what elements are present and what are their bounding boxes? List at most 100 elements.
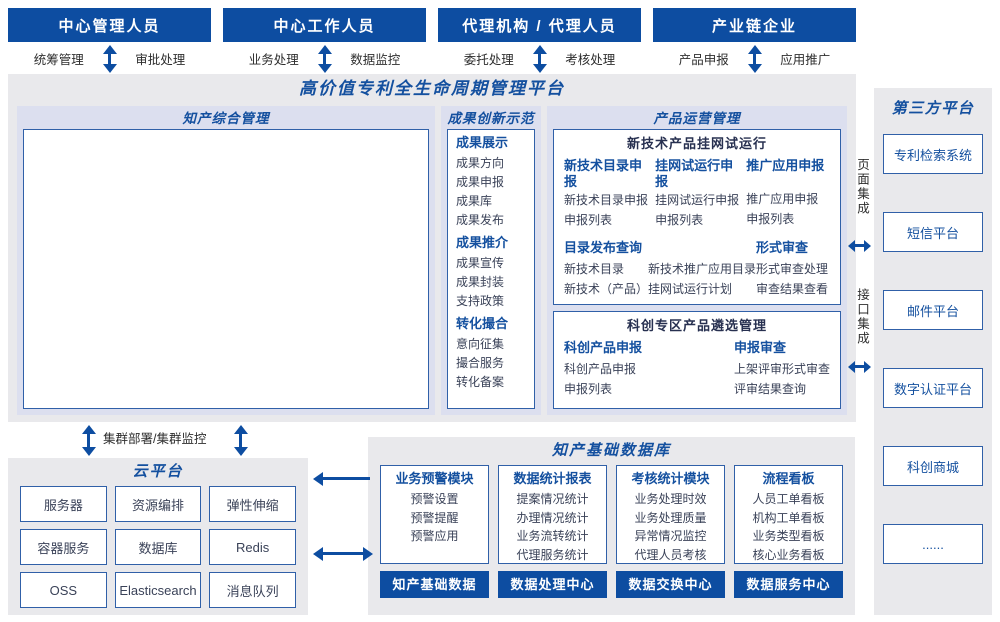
new-tech-top-groups: 新技术目录申报 新技术目录申报申报列表 挂网试运行申报 挂网试运行申报申报列表	[564, 155, 830, 230]
group-heading: 流程看板	[762, 471, 815, 486]
menu-item: 申报列表	[655, 213, 704, 227]
cloud-service-box: Redis	[209, 529, 296, 565]
cluster-deploy-label: 集群部署/集群监控	[103, 432, 207, 446]
cloud-service-box: 消息队列	[209, 572, 296, 608]
group-items: 成果方向成果申报成果库成果发布	[456, 154, 526, 230]
vertical-double-arrow-icon	[102, 45, 117, 73]
vertical-double-arrow-icon	[747, 45, 762, 73]
horizontal-double-arrow-icon	[848, 240, 871, 251]
menu-item: 核心业务看板	[752, 547, 825, 562]
menu-item: 转化备案	[456, 375, 505, 389]
user-roles-row: 中心管理人员 统筹管理 审批处理 中心工作人员 业务处理 数据监控 代理机构 /…	[8, 8, 856, 73]
menu-item: 代理人员考核	[634, 547, 707, 562]
db-footer-bar: 数据处理中心	[498, 571, 607, 598]
menu-item: 科创产品申报	[564, 362, 637, 376]
role-action-label: 数据监控	[350, 53, 401, 67]
cloud-service-box: 服务器	[20, 486, 107, 522]
db-module: 数据统计报表 提案情况统计办理情况统计业务流转统计代理服务统计 数据处理中心	[498, 465, 607, 598]
db-footer-bar: 数据交换中心	[616, 571, 725, 598]
cloud-service-box: 数据库	[114, 529, 202, 565]
menu-item: 代理服务统计	[516, 547, 589, 562]
group-items: 挂网试运行申报申报列表	[655, 190, 739, 230]
role-action-labels: 产品申报 应用推广	[653, 49, 856, 68]
role-action-label: 业务处理	[248, 53, 299, 67]
left-arrow-icon	[313, 471, 370, 486]
menu-group: 成果推介 成果宣传成果封装支持政策	[456, 232, 526, 311]
role-action-label: 审批处理	[135, 53, 186, 67]
vertical-double-arrow-icon	[532, 45, 547, 73]
menu-item: 成果封装	[456, 275, 505, 289]
menu-item: 成果库	[456, 194, 493, 208]
platform-title: 高价值专利全生命周期管理平台	[299, 79, 565, 98]
group-items: 预警设置预警提醒预警应用	[381, 490, 488, 546]
db-module-box: 数据统计报表 提案情况统计办理情况统计业务流转统计代理服务统计	[498, 465, 607, 564]
cloud-service-box: 弹性伸缩	[209, 486, 296, 522]
section-innovation-demo: 成果创新示范 成果展示 成果方向成果申报成果库成果发布 成果推介 成果宣传成	[441, 106, 541, 415]
db-footer-bar: 数据服务中心	[734, 571, 843, 598]
menu-item: 业务处理时效	[634, 492, 707, 506]
menu-item: 业务流转统计	[516, 529, 589, 543]
third-party-panel: 第三方平台 专利检索系统短信平台邮件平台数字认证平台科创商城......	[874, 88, 992, 615]
menu-item: 新技术（产品）挂网试运行计划	[564, 282, 733, 296]
vertical-double-arrow-icon	[317, 45, 332, 73]
group-items: 意向征集撮合服务转化备案	[456, 335, 526, 392]
group-heading: 推广应用申报	[746, 158, 825, 173]
role-group: 代理机构 / 代理人员 委托处理 考核处理	[438, 8, 641, 73]
menu-item: 人员工单看板	[752, 492, 825, 506]
menu-item: 新技术目录 新技术推广应用目录	[564, 262, 757, 276]
cloud-service-box: 资源编排	[114, 486, 202, 522]
db-module-box: 流程看板 人员工单看板机构工单看板业务类型看板核心业务看板	[734, 465, 843, 564]
vertical-double-arrow-icon	[233, 425, 248, 456]
db-footer-bar: 知产基础数据	[380, 571, 489, 598]
platform-sections: 知产综合管理 成	[8, 106, 856, 415]
menu-group: 转化撮合 意向征集撮合服务转化备案	[456, 313, 526, 392]
group-heading: 新技术目录申报	[564, 158, 643, 189]
role-title-bar: 中心管理人员	[8, 8, 211, 42]
section-product-operations: 产品运营管理 新技术产品挂网试运行 新技术目录申报 新技术目录申报申报列表 挂网…	[547, 106, 847, 415]
menu-group: 推广应用申报 推广应用申报申报列表	[746, 155, 830, 230]
cloud-platform-title: 云平台	[132, 463, 184, 480]
menu-item: 新技术目录申报	[564, 193, 649, 207]
innovation-box: 成果展示 成果方向成果申报成果库成果发布 成果推介 成果宣传成果封装支持政策 转…	[447, 129, 535, 409]
cloud-service-box: OSS	[20, 572, 107, 608]
role-title-bar: 代理机构 / 代理人员	[438, 8, 641, 42]
vertical-double-arrow-icon	[81, 425, 96, 456]
menu-item: 撮合服务	[456, 356, 505, 370]
new-tech-trial-box: 新技术产品挂网试运行 新技术目录申报 新技术目录申报申报列表 挂网试运行申报	[553, 129, 841, 305]
third-party-title: 第三方平台	[891, 100, 975, 117]
group-heading: 形式审查	[756, 240, 809, 255]
role-action-label: 产品申报	[678, 53, 729, 67]
role-action-label: 委托处理	[463, 53, 514, 67]
db-module-box: 业务预警模块 预警设置预警提醒预警应用	[380, 465, 489, 564]
role-action-labels: 委托处理 考核处理	[438, 49, 641, 68]
menu-item: 申报列表	[564, 213, 613, 227]
third-party-box: ......	[883, 524, 983, 564]
menu-group: 形式审查 形式审查处理审查结果查看	[756, 237, 830, 299]
menu-item: 预警设置	[410, 492, 459, 506]
menu-item: 预警提醒	[410, 510, 459, 525]
role-title-bar: 中心工作人员	[223, 8, 426, 42]
menu-item: 业务处理质量	[634, 510, 707, 525]
db-modules-row: 业务预警模块 预警设置预警提醒预警应用 知产基础数据 数据统计报表 提案情况统计…	[368, 465, 855, 598]
group-heading: 数据统计报表	[513, 471, 592, 486]
horizontal-double-arrow-icon	[313, 546, 373, 561]
menu-item: 申报列表	[564, 382, 613, 396]
menu-group: 新技术目录申报 新技术目录申报申报列表	[564, 155, 648, 230]
page-integration-label: 页面集成	[855, 158, 869, 216]
role-action-label: 应用推广	[780, 53, 831, 67]
menu-item: 异常情况监控	[634, 529, 707, 543]
box-title: 新技术产品挂网试运行	[626, 136, 767, 151]
menu-item: 提案情况统计	[516, 492, 589, 506]
group-items: 上架评审形式审查评审结果查询	[734, 359, 830, 399]
role-action-label: 统筹管理	[33, 53, 84, 67]
menu-item: 推广应用申报	[746, 192, 819, 206]
menu-item: 成果方向	[456, 156, 505, 170]
third-party-list: 专利检索系统短信平台邮件平台数字认证平台科创商城......	[874, 134, 992, 564]
ip-database-panel: 知产基础数据库 业务预警模块 预警设置预警提醒预警应用 知产基础数据 数据统计报…	[368, 437, 855, 615]
third-party-box: 数字认证平台	[883, 368, 983, 408]
group-items: 人员工单看板机构工单看板业务类型看板核心业务看板	[735, 490, 842, 564]
db-module-box: 考核统计模块 业务处理时效业务处理质量异常情况监控代理人员考核	[616, 465, 725, 564]
cloud-service-box: Elasticsearch	[114, 572, 202, 608]
